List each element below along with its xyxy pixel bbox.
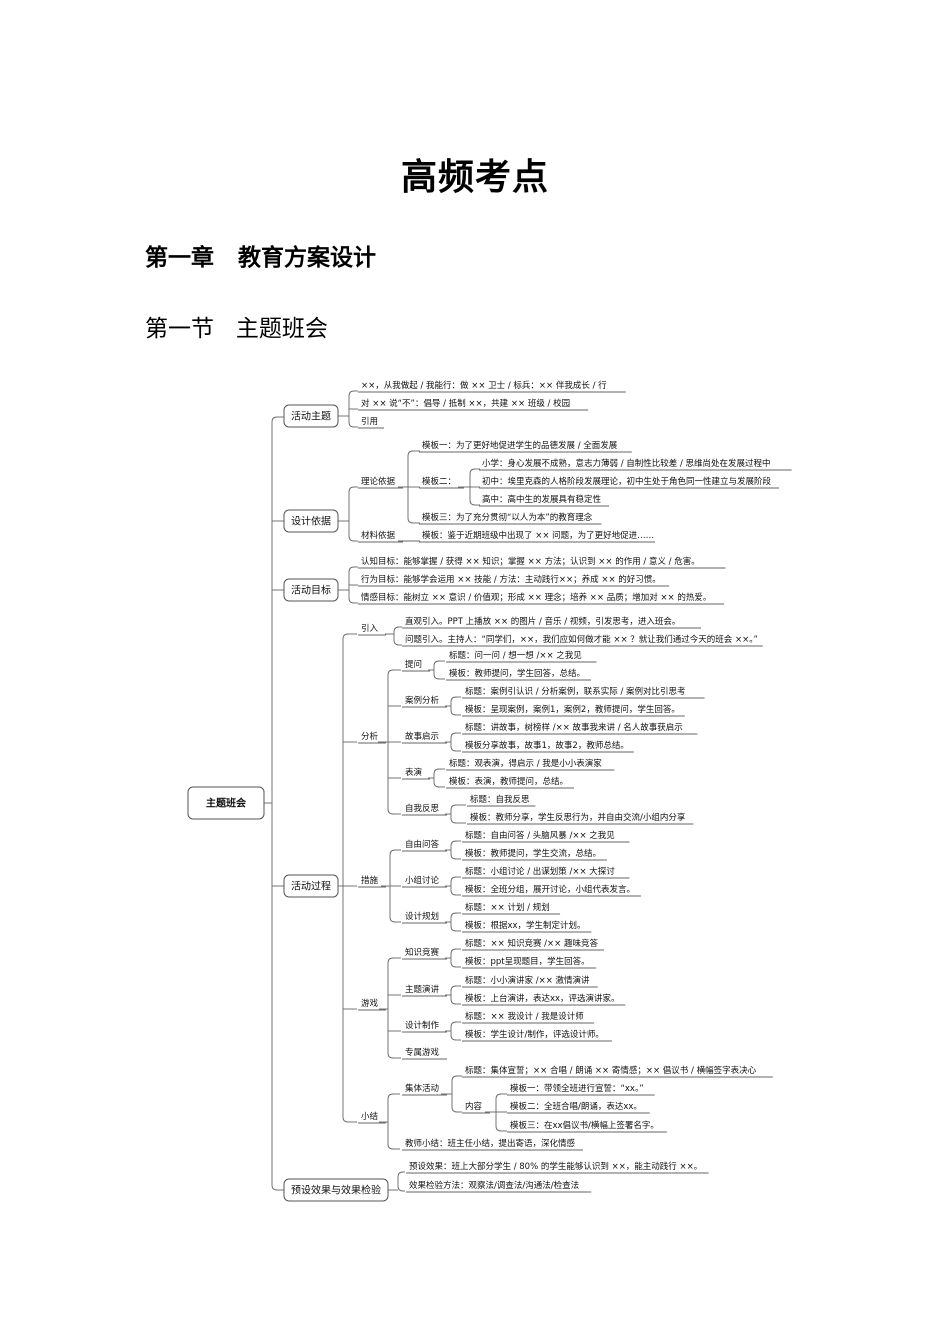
analysis-5-line-1: 标题：自我反思 [470, 794, 530, 805]
branch-basis: 设计依据 [291, 515, 331, 528]
goal-item-2: 行为目标：能够学会运用 ×× 技能 / 方法：主动践行××；养成 ×× 的好习惯… [361, 574, 661, 585]
analysis-label-3: 故事启示 [405, 731, 439, 742]
games-2-line-1: 标题：小小演讲家 /×× 激情演讲 [465, 975, 590, 986]
intro-item-2: 问题引入。主持人：“同学们，××，我们应如何做才能 ×× ？就让我们通过今天的班… [405, 634, 758, 645]
measures-3-line-1: 标题：×× 计划 / 规划 [465, 902, 550, 913]
analysis-label-1: 提问 [405, 659, 422, 670]
summary-teacher: 教师小结：班主任小结，提出寄语，深化情感 [405, 1138, 576, 1149]
basis-material: 材料依据 [361, 530, 396, 541]
games-label-3: 设计制作 [405, 1020, 440, 1031]
measures-label-2: 小组讨论 [405, 875, 440, 886]
basis-template-2: 模板二： [422, 476, 456, 487]
analysis-4-line-1: 标题：观表演，得启示 / 我是小小表演家 [449, 758, 602, 769]
basis-material-template: 模板：鉴于近期班级中出现了 ×× 问题，为了更好地促进…… [422, 530, 654, 541]
measures-label-1: 自由问答 [405, 839, 440, 850]
root-node: 主题班会 [206, 797, 246, 810]
intro-item-1: 直观引入。PPT 上播放 ×× 的图片 / 音乐 / 视频，引发思考，进入班会。 [405, 616, 680, 627]
analysis-3-line-2: 模板分享故事，故事1，故事2，教师总结。 [465, 740, 629, 751]
games-3-line-1: 标题：×× 我设计 / 我是设计师 [465, 1011, 584, 1022]
basis-theory: 理论依据 [361, 476, 396, 487]
branch-theme: 活动主题 [291, 411, 331, 423]
measures-1-line-2: 模板：教师提问，学生交流，总结。 [465, 848, 601, 859]
analysis-label-2: 案例分析 [405, 695, 440, 706]
section-heading: 第一节 主题班会 [145, 316, 328, 342]
basis-senior: 高中：高中生的发展具有稳定性 [482, 494, 602, 505]
analysis-label-5: 自我反思 [405, 803, 440, 814]
games-label-4: 专属游戏 [405, 1047, 440, 1058]
summary-content: 内容 [465, 1101, 483, 1112]
analysis-2-line-1: 标题：案例引认识 / 分析案例，联系实际 / 案例对比引思考 [465, 686, 686, 697]
process-intro: 引入 [361, 624, 379, 634]
summary-collective-title: 标题：集体宣誓；×× 合唱 / 朗诵 ×× 寄情感；×× 倡议书 / 横幅签字表… [465, 1065, 757, 1076]
measures-1-line-1: 标题：自由问答 / 头脑风暴 /×× 之我见 [465, 830, 615, 841]
games-label-1: 知识竞赛 [405, 947, 440, 958]
goal-item-3: 情感目标：能树立 ×× 意识 / 价值观；形成 ×× 理念；培养 ×× 品质；增… [361, 592, 711, 603]
measures-3-line-2: 模板：根据xx，学生制定计划。 [465, 920, 586, 931]
summary-content-line-2: 模板二：全班合唱/朗诵，表达xx。 [510, 1101, 642, 1112]
analysis-4-line-2: 模板：表演，教师提问，总结。 [449, 776, 568, 787]
games-3-line-2: 模板：学生设计/制作，评选设计师。 [465, 1029, 604, 1040]
analysis-3-line-1: 标题：讲故事，树榜样 /×× 故事我来讲 / 名人故事获启示 [465, 722, 683, 733]
theme-item-3: 引用 [361, 417, 378, 427]
process-analysis: 分析 [361, 731, 379, 742]
process-measures: 措施 [361, 875, 379, 886]
measures-2-line-2: 模板：全班分组，展开讨论，小组代表发言。 [465, 884, 635, 895]
goal-item-1: 认知目标：能够掌握 / 获得 ×× 知识；掌握 ×× 方法；认识到 ×× 的作用… [361, 556, 700, 567]
basis-primary: 小学：身心发展不成熟，意志力薄弱 / 自制性比较差 / 思维尚处在发展过程中 [482, 458, 771, 469]
effect-item-2: 效果检验方法：观察法/调查法/沟通法/检查法 [409, 1180, 579, 1191]
process-summary: 小结 [361, 1111, 378, 1122]
analysis-2-line-2: 模板：呈现案例，案例1，案例2，教师提问，学生回答。 [465, 704, 680, 715]
summary-collective: 集体活动 [405, 1083, 440, 1094]
basis-junior: 初中：埃里克森的人格阶段发展理论，初中生处于角色同一性建立与发展阶段 [482, 476, 772, 487]
basis-template-1: 模板一：为了更好地促进学生的品德发展 / 全面发展 [422, 440, 618, 451]
games-1-line-2: 模板：ppt呈现题目，学生回答。 [465, 956, 590, 967]
measures-2-line-1: 标题：小组讨论 / 出谋划策 /×× 大探讨 [465, 866, 615, 877]
summary-content-line-3: 模板三：在xx倡议书/横幅上签署名字。 [510, 1120, 659, 1131]
analysis-1-line-1: 标题：问一问 / 想一想 /×× 之我见 [449, 650, 582, 661]
effect-item-1: 预设效果：班上大部分学生 / 80% 的学生能够认识到 ××，能主动践行 ××。 [409, 1161, 702, 1172]
theme-item-2: 对 ×× 说“不”：倡导 / 抵制 ××，共建 ×× 班级 / 校园 [361, 398, 570, 409]
games-2-line-2: 模板：上台演讲，表达xx，评选演讲家。 [465, 993, 620, 1004]
analysis-label-4: 表演 [405, 767, 423, 778]
games-1-line-1: 标题：×× 知识竞赛 /×× 趣味竞答 [465, 938, 598, 949]
process-games: 游戏 [361, 998, 379, 1009]
chapter-heading: 第一章 教育方案设计 [145, 245, 377, 271]
basis-template-3: 模板三：为了充分贯彻“以人为本”的教育理念 [422, 512, 593, 523]
page-title: 高频考点 [400, 156, 549, 198]
branch-process: 活动过程 [291, 880, 331, 893]
games-label-2: 主题演讲 [405, 984, 440, 995]
measures-label-3: 设计规划 [405, 911, 439, 922]
analysis-5-line-2: 模板：教师分享，学生反思行为，并自由交流/小组内分享 [470, 812, 686, 823]
branch-goals: 活动目标 [291, 585, 331, 597]
branch-effect: 预设效果与效果检验 [291, 1184, 381, 1197]
theme-item-1: ××，从我做起 / 我能行：做 ×× 卫士 / 标兵：×× 伴我成长 / 行 [361, 380, 607, 391]
analysis-1-line-2: 模板：教师提问，学生回答，总结。 [449, 668, 585, 679]
summary-content-line-1: 模板一：带领全班进行宣誓：“xx。” [510, 1083, 644, 1094]
